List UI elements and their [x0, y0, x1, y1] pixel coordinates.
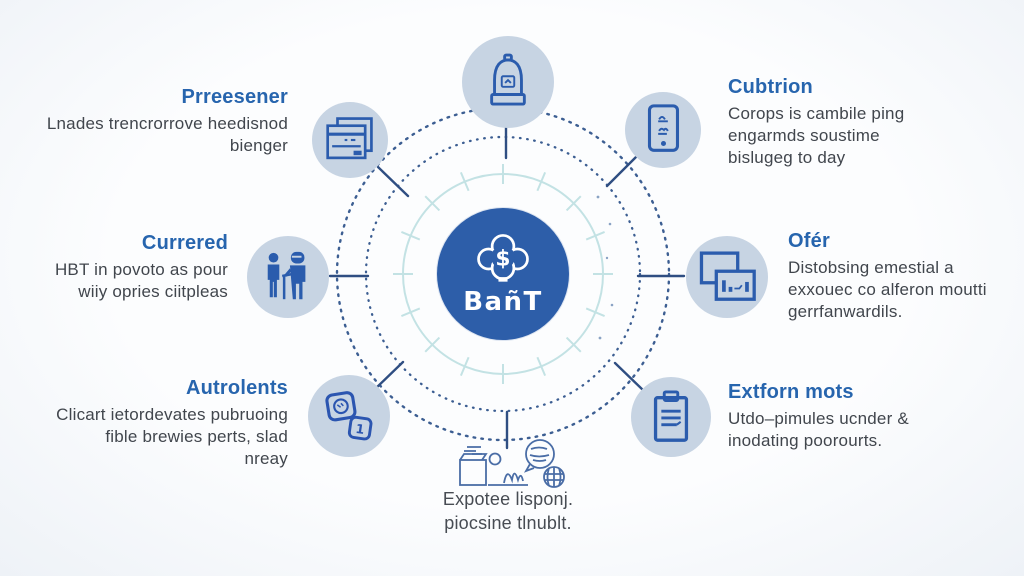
tick-ring	[393, 164, 613, 384]
tablet-icon	[647, 104, 680, 152]
label-block-bottom-right: Extforn mots Utdo–pimules ucnder & inoda…	[728, 381, 998, 452]
cloud-currency-icon: $	[477, 233, 529, 282]
label-block-bottom-left: Autrolents Clicart ietordevates pubruoin…	[36, 377, 288, 470]
node-description: Clicart ietordevates pubruoing fible bre…	[56, 405, 288, 469]
node-title: Currered	[141, 232, 228, 254]
node-circle-mid-right	[686, 236, 768, 318]
svg-text:$: $	[495, 246, 510, 271]
node-circle-top-left	[312, 102, 388, 178]
central-hub: $ BañT	[437, 208, 569, 340]
node-title: Prreesener	[181, 86, 288, 108]
node-circle-mid-left	[247, 236, 329, 318]
footer-caption: Expotee lisponj. piocsine tlnublt.	[442, 489, 574, 534]
speckle-dots	[596, 195, 614, 340]
node-description: Corops is cambile ping engarmds soustime…	[728, 104, 905, 168]
label-block-mid-right: Ofér Distobsing emestial a exxouec co al…	[788, 230, 1018, 323]
dotted-ring-inner	[364, 135, 642, 413]
label-block-mid-left: Currered HBT in povoto as pour wiiy opri…	[28, 232, 228, 303]
node-description: Distobsing emestial a exxouec co alferon…	[788, 258, 987, 322]
node-title: Autrolents	[186, 377, 288, 399]
node-description: HBT in povoto as pour wiiy opries ciitpl…	[54, 260, 228, 302]
people-icon	[267, 251, 306, 300]
node-circle-top-right	[625, 92, 701, 168]
node-circle-bottom-left: 1	[308, 375, 390, 457]
node-title: Extforn mots	[728, 381, 854, 403]
cloche-icon	[490, 53, 526, 106]
node-circle-top	[462, 36, 554, 128]
browser-windows-icon	[326, 117, 373, 160]
frames-chart-icon	[699, 251, 756, 301]
workspace-sketch-icon	[459, 439, 565, 488]
node-description: Lnades trencrorrove heedisnod bienger	[46, 114, 288, 156]
node-circle-bottom-right	[631, 377, 711, 457]
label-block-top-right: Cubtrion Corops is cambile ping engarmds…	[728, 76, 998, 169]
hub-label: BañT	[463, 286, 543, 317]
svg-text:1: 1	[355, 421, 366, 437]
node-title: Ofér	[788, 230, 830, 252]
node-title: Cubtrion	[728, 76, 813, 98]
label-block-top-left: Prreesener Lnades trencrorrove heedisnod…	[34, 86, 288, 157]
clipboard-icon	[653, 390, 689, 442]
dice-icon: 1	[325, 391, 373, 441]
node-description: Utdo–pimules ucnder & inodating poorourt…	[728, 409, 909, 451]
